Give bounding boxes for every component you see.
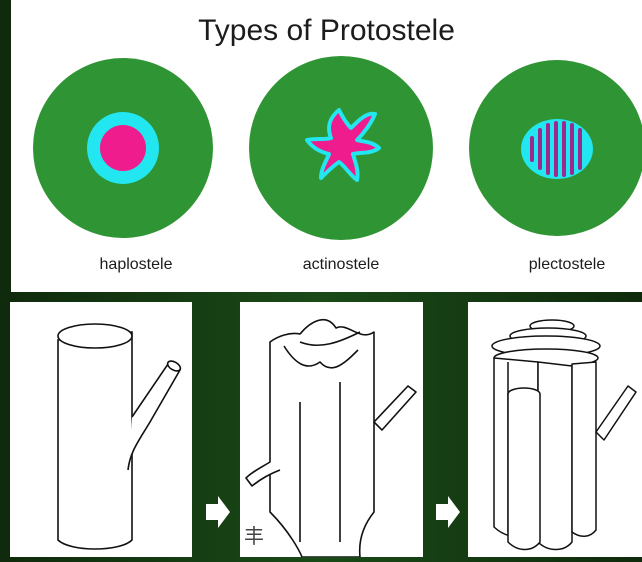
actinostele-cross-section [249, 56, 433, 240]
actinostele-stem-illustration [240, 302, 423, 557]
stray-character-mark: 丰 [244, 520, 264, 549]
plectostele-label: plectostele [487, 256, 642, 274]
plectostele-stem-drawing [468, 302, 642, 557]
actinostele-stem-drawing [240, 302, 423, 557]
haplostele-label: haplostele [56, 256, 216, 274]
haplostele-cross-section [33, 58, 213, 238]
actinostele-label: actinostele [261, 256, 421, 274]
protostele-cross-sections-panel: Types of Protostele [11, 0, 642, 292]
plectostele-cross-section [469, 60, 642, 236]
cross-sections-figure [11, 0, 642, 292]
plectostele-stem-illustration [468, 302, 642, 557]
arrow-right-icon [204, 494, 232, 530]
arrow-right-icon [434, 494, 462, 530]
haplostele-stem-drawing [10, 302, 192, 557]
haplostele-stem-illustration [10, 302, 192, 557]
